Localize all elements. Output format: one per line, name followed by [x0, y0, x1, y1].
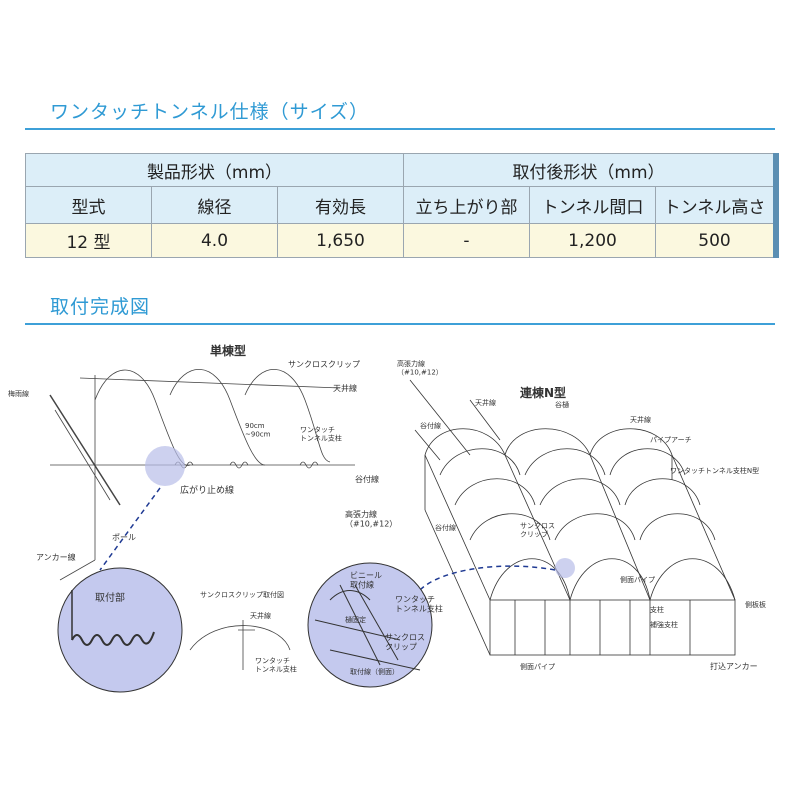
detail-mid-support: ワンタッチトンネル支柱	[255, 656, 297, 673]
multi-label-side-pipe2: 側面パイプ	[520, 662, 555, 671]
multi-label-ceiling2: 天井線	[630, 415, 651, 424]
col-header-wire: 線径	[151, 186, 278, 224]
table-column-header-row: 型式 線径 有効長 立ち上がり部 トンネル間口 トンネル高さ	[25, 186, 779, 224]
single-label-lower-line: 谷付線	[355, 474, 379, 484]
multi-label-post: 支柱	[650, 605, 664, 614]
multi-label-side-plate: 側板板	[745, 600, 766, 609]
col-header-length: 有効長	[277, 186, 404, 224]
detail-mid-ceiling: 天井線	[250, 611, 271, 620]
single-label-support: ワンタッチトンネル支柱	[300, 425, 342, 442]
col-header-model: 型式	[25, 186, 152, 224]
col-header-rise: 立ち上がり部	[403, 186, 530, 224]
install-title: 取付完成図	[50, 296, 151, 318]
single-label-sunclose-clip: サンクロスクリップ	[288, 360, 360, 369]
detail-right-clip: サンクロスクリップ	[385, 633, 425, 652]
group-header-installed: 取付後形状（mm）	[403, 153, 779, 187]
detail-right-support: ワンタッチトンネル支柱	[395, 595, 443, 614]
col-header-width: トンネル間口	[529, 186, 656, 224]
detail-right: ビニール取付線 ワンタッチトンネル支柱 樋固定 サンクロスクリップ 取付線（側面…	[307, 562, 443, 688]
detail-right-gutter: 樋固定	[345, 615, 366, 624]
cell-width: 1,200	[529, 223, 656, 258]
multi-label-oneclick-support: ワンタッチトンネル支柱N型	[670, 466, 759, 475]
single-label-spacing: 90cm~90cm	[245, 422, 271, 438]
single-span-diagram	[49, 369, 355, 581]
detail-left-label: 取付部	[95, 591, 125, 604]
multi-span-diagram	[409, 379, 736, 656]
detail-mid-title: サンクロスクリップ取付図	[200, 590, 284, 599]
table-group-header-row: 製品形状（mm） 取付後形状（mm）	[25, 153, 779, 187]
spec-title-rule	[25, 128, 775, 130]
cell-length: 1,650	[277, 223, 404, 258]
multi-label-side-pipe: 側面パイプ	[620, 575, 655, 584]
multi-label-pipe-arch: パイプアーチ	[650, 436, 692, 444]
single-label-spread-stop: 広がり止め線	[180, 484, 234, 496]
multi-title: 連棟N型	[520, 385, 566, 400]
multi-label-mid-line: 谷付線	[420, 421, 441, 430]
installation-diagram: 単棟型 サンクロスクリップ 天井線 梅雨線 90cm~90cm ワンタッチトンネ…	[8, 343, 766, 693]
single-label-pole: ポール	[112, 533, 136, 542]
detail-left: 取付部	[57, 567, 183, 693]
multi-label-sunclose-clip: サンクロスクリップ	[520, 522, 555, 538]
multi-detail-marker	[555, 558, 575, 578]
detail-middle	[189, 620, 291, 670]
single-label-anchor: アンカー線	[36, 552, 76, 562]
multi-label-ceiling: 天井線	[475, 398, 496, 407]
multi-label-high-tension2: 高張力線（#10,#12）	[345, 509, 397, 529]
single-label-end-line: 梅雨線	[8, 389, 29, 398]
cell-height: 500	[655, 223, 779, 258]
multi-label-valley: 谷樋	[555, 400, 569, 409]
col-header-height: トンネル高さ	[655, 186, 779, 224]
spec-title: ワンタッチトンネル仕様（サイズ）	[50, 101, 370, 123]
single-label-ceiling-line: 天井線	[333, 383, 357, 393]
multi-label-anchor: 打込アンカー	[710, 661, 758, 671]
multi-label-support-post: 補強支柱	[650, 620, 678, 629]
cell-model: 12 型	[25, 223, 152, 258]
single-title: 単棟型	[210, 343, 246, 358]
multi-label-high-tension: 高張力線（#10,#12）	[397, 359, 443, 376]
single-detail-marker	[145, 446, 185, 486]
detail-right-vinyl: ビニール取付線	[350, 571, 382, 590]
install-title-rule	[25, 323, 775, 325]
table-row: 12 型 4.0 1,650 - 1,200 500	[25, 223, 779, 258]
spec-table: 製品形状（mm） 取付後形状（mm） 型式 線径 有効長 立ち上がり部 トンネル…	[25, 153, 779, 258]
group-header-product: 製品形状（mm）	[25, 153, 404, 187]
cell-rise: -	[403, 223, 530, 258]
multi-label-gutter-line: 谷付線	[435, 523, 456, 532]
detail-right-lower: 取付線（側面）	[350, 667, 399, 676]
cell-wire: 4.0	[151, 223, 278, 258]
